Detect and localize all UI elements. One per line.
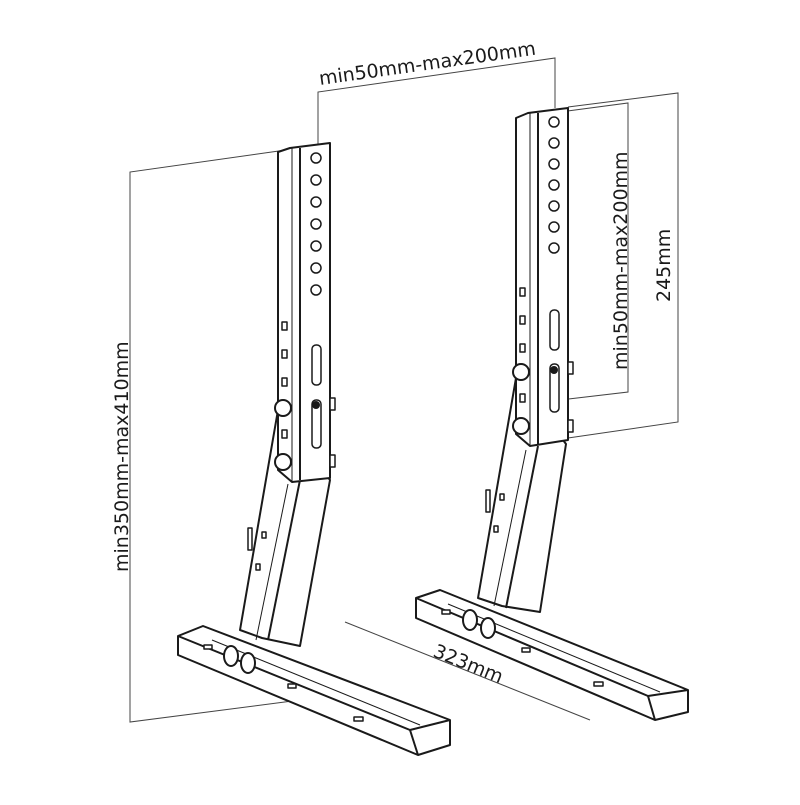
- right-base-slot-3: [593, 681, 604, 687]
- left-leg-edge-1: [267, 479, 301, 641]
- left-leg-edge-2: [255, 483, 289, 641]
- right-base-hole-2: [480, 617, 496, 639]
- left-hole-column: [310, 152, 322, 296]
- top-width-bracket: [317, 57, 556, 145]
- right-clip-1: [567, 361, 574, 375]
- right-leg-slot-3: [493, 525, 499, 533]
- left-slot-long-1: [311, 344, 322, 386]
- left-stand: [177, 142, 451, 756]
- right-base-front: [647, 695, 656, 721]
- top-width-label: min50mm-max200mm: [318, 38, 537, 90]
- left-base-hole-1: [223, 645, 239, 667]
- left-slot-long-2: [311, 399, 322, 449]
- left-base-slot-1: [203, 644, 213, 650]
- left-base-slot-2: [287, 683, 297, 689]
- dimension-lines: [129, 57, 679, 723]
- height-245-bracket: [567, 92, 679, 439]
- right-leg-edge-2: [493, 449, 527, 607]
- right-base-inner: [447, 603, 661, 693]
- left-screw-1: [312, 401, 320, 409]
- right-base-slot-1: [441, 609, 451, 615]
- right-hole-column: [548, 116, 560, 254]
- right-stand: [415, 107, 689, 721]
- left-side-slots: [281, 321, 288, 439]
- left-leg-slot-2: [261, 531, 267, 539]
- height-bracket-left: [129, 147, 301, 723]
- right-base-hole-1: [462, 609, 478, 631]
- right-clip-2: [567, 419, 574, 433]
- left-clip-1: [329, 397, 336, 411]
- base-spacing-line: [344, 621, 591, 721]
- right-base-slot-2: [521, 647, 531, 653]
- height-total-label: min350mm-max410mm: [111, 341, 133, 572]
- left-leg-slot-3: [255, 563, 261, 571]
- left-base-hole-2: [240, 652, 256, 674]
- right-side-slots: [519, 287, 526, 403]
- right-leg-edge-1: [505, 445, 539, 609]
- right-slot-long-1: [549, 309, 560, 351]
- right-leg-slot-2: [499, 493, 505, 501]
- hole-span-label: min50mm-max200mm: [610, 151, 632, 370]
- left-base-slot-3: [353, 716, 364, 722]
- right-height-label: 245mm: [653, 229, 675, 302]
- hole-span-bracket: [559, 102, 629, 401]
- left-bolt-1: [274, 399, 292, 417]
- left-clip-2: [329, 454, 336, 468]
- left-base-front: [409, 729, 419, 756]
- right-bolt-1: [512, 363, 530, 381]
- right-slot-long-2: [549, 363, 560, 413]
- right-screw-1: [550, 366, 558, 374]
- left-leg-slot-1: [247, 527, 253, 551]
- right-leg-slot-1: [485, 489, 491, 513]
- left-bolt-2: [274, 453, 292, 471]
- right-bolt-2: [512, 417, 530, 435]
